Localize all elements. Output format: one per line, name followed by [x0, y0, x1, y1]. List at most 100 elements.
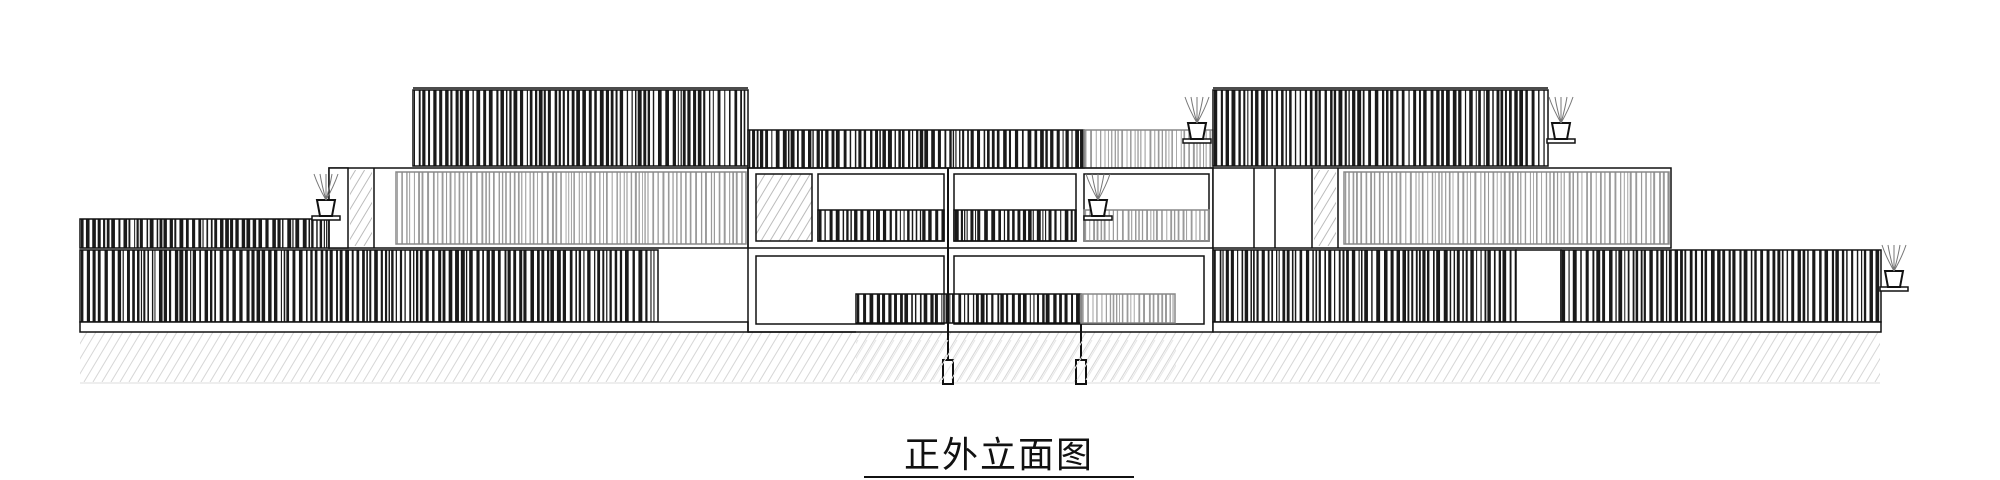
lower-left-small-louver: [79, 218, 330, 249]
louver-slat: [1161, 130, 1163, 168]
louver-slat: [235, 219, 239, 248]
louver-slat: [1121, 130, 1124, 168]
louver-slat: [1195, 210, 1197, 241]
center-upper-louver: [953, 209, 1077, 242]
hatch-line: [155, 332, 187, 382]
hatch-line: [137, 332, 169, 382]
louver-slat: [1022, 210, 1027, 241]
louver-slat: [1312, 250, 1314, 322]
louver-slat: [934, 294, 938, 323]
louver-slat: [1668, 250, 1672, 322]
hatch-line: [1091, 332, 1123, 382]
louver-slat: [1225, 90, 1229, 166]
louver-slat: [991, 130, 995, 168]
hatch-line: [1442, 332, 1474, 382]
louver-slat: [1011, 294, 1015, 323]
louver-slat: [619, 172, 621, 244]
center-glass-panel: [756, 174, 812, 241]
louver-slat: [1309, 90, 1313, 166]
louver-slat: [1119, 294, 1120, 323]
hatch-line: [272, 332, 304, 382]
hatch-line: [1352, 332, 1384, 382]
louver-slat: [345, 250, 350, 322]
hatch-line: [254, 332, 286, 382]
louver-slat: [1531, 90, 1535, 166]
hatch-line: [1577, 332, 1609, 382]
hatch-line: [308, 332, 340, 382]
louver-slat: [1087, 294, 1089, 323]
louver-slat: [863, 294, 867, 323]
hatch-line: [350, 171, 372, 211]
hatch-line: [488, 332, 520, 382]
hatch-line: [479, 332, 511, 382]
louver-slat: [1281, 90, 1284, 166]
plant-leaf: [325, 173, 339, 201]
louver-slat: [1126, 294, 1129, 323]
louver-slat: [1819, 250, 1822, 322]
hatch-line: [866, 332, 898, 382]
hatch-line: [350, 170, 366, 196]
louver-slat: [509, 90, 512, 166]
louver-slat: [1754, 250, 1757, 322]
louver-slat: [92, 250, 96, 322]
louver-slat: [775, 130, 780, 168]
hatch-line: [1379, 332, 1411, 382]
hatch-line: [515, 332, 547, 382]
louver-slat: [1781, 250, 1784, 322]
louver-slat: [149, 219, 154, 248]
louver-slat: [959, 130, 961, 168]
hatch-line: [769, 174, 811, 241]
louver-slat: [541, 250, 545, 322]
louver-slat: [741, 172, 743, 244]
louver-slat: [413, 250, 415, 322]
louver-slat: [914, 294, 917, 323]
center-roof-light-louver: [1083, 129, 1214, 169]
louver-slat: [1674, 250, 1679, 322]
louver-slat: [384, 250, 388, 322]
louver-slat: [935, 210, 939, 241]
potted-plant-icon: [311, 173, 341, 221]
plant-leaf: [1560, 96, 1568, 124]
louver-slat: [1250, 90, 1253, 166]
louver-slat: [573, 172, 575, 244]
louver-slat: [323, 219, 325, 248]
hatch-line: [1244, 332, 1276, 382]
louver-slat: [1391, 172, 1393, 244]
hatch-line: [713, 332, 745, 382]
hatch-line: [893, 332, 925, 382]
louver-slat: [1352, 90, 1356, 166]
hatch-line: [1487, 332, 1519, 382]
hatch-line: [1820, 332, 1852, 382]
hatch-line: [1316, 332, 1348, 382]
louver-slat: [1157, 294, 1160, 323]
louver-slat: [1586, 172, 1588, 244]
louver-slat: [1458, 90, 1462, 166]
louver-slat: [422, 90, 426, 166]
louver-slat: [1797, 250, 1801, 322]
louver-slat: [771, 130, 773, 168]
louver-slat: [1362, 90, 1365, 166]
plant-pot: [1087, 199, 1109, 217]
louver-slat: [1807, 250, 1809, 322]
louver-slat: [970, 130, 974, 168]
louver-slat: [1390, 250, 1394, 322]
louver-slat: [1093, 210, 1096, 241]
louver-slat: [1533, 172, 1535, 244]
plant-leaf: [1560, 96, 1574, 124]
hatch-line: [1739, 332, 1771, 382]
louver-slat: [662, 172, 665, 244]
louver-slat: [630, 172, 633, 244]
louver-slat: [104, 250, 108, 322]
louver-slat: [1076, 294, 1080, 323]
louver-slat: [619, 250, 623, 322]
louver-slat: [209, 250, 213, 322]
louver-slat: [986, 294, 988, 323]
louver-slat: [460, 250, 465, 322]
louver-slat: [1418, 172, 1420, 244]
louver-slat: [901, 130, 905, 168]
hatch-line: [1748, 332, 1780, 382]
louver-slat: [977, 130, 981, 168]
louver-slat: [1409, 172, 1412, 244]
louver-slat: [241, 219, 246, 248]
mid-left-band: [328, 167, 749, 249]
